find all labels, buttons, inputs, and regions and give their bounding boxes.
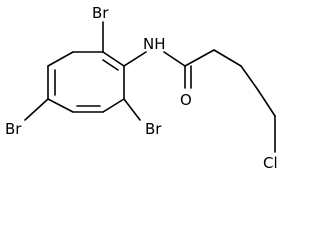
bond-nh-to-carbonyl <box>163 51 186 67</box>
atom-label-br-bottom: Br <box>145 120 162 138</box>
atom-label-br-para: Br <box>5 120 22 138</box>
aromatic-double-bonds <box>54 59 119 107</box>
double-bond-top-right <box>102 59 119 71</box>
molecule-drawing: Br NH Br Br O Cl <box>5 4 278 172</box>
ring-bond-c5-c6 <box>47 98 74 113</box>
structure-canvas: Br NH Br Br O Cl <box>5 4 278 172</box>
ring-bond-c7-c1 <box>47 51 74 67</box>
ring-bond-c3-c4 <box>102 98 125 113</box>
bond-ring-to-nh <box>123 51 147 67</box>
atom-label-chlorine: Cl <box>263 154 278 172</box>
bond-chain-2 <box>240 65 259 91</box>
ring-bond-c1-c2 <box>102 51 125 67</box>
atom-label-oxygen: O <box>180 91 192 109</box>
atom-label-nh: NH <box>143 35 166 53</box>
bond-ring-to-br-para <box>24 98 49 121</box>
bond-chain-3 <box>257 89 276 117</box>
benzene-ring <box>47 51 125 113</box>
bond-chain-1 <box>213 49 242 67</box>
bond-carbonyl-to-chain <box>184 49 215 67</box>
bond-ring-to-br-bottom <box>123 98 141 121</box>
atom-label-br-top: Br <box>92 4 109 22</box>
